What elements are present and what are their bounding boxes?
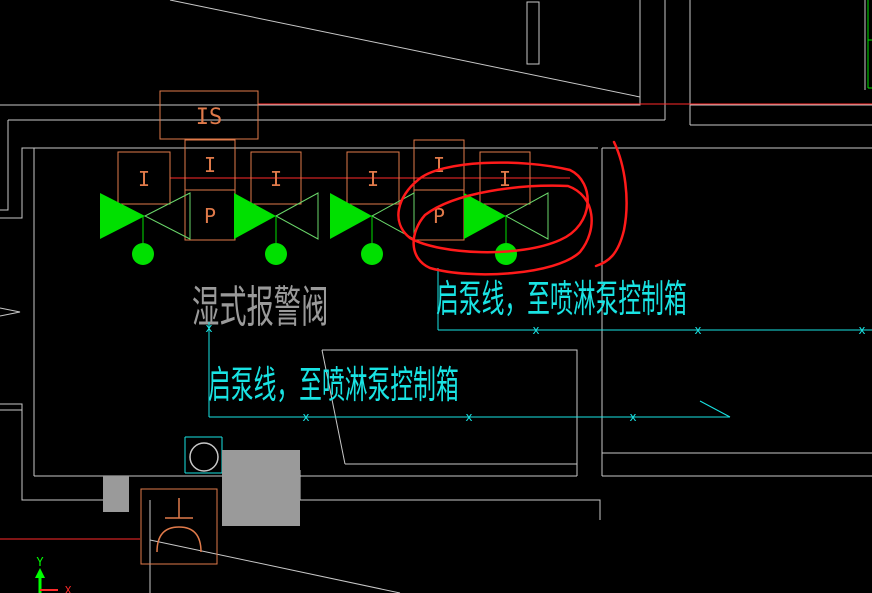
butterfly-valve-icon[interactable] bbox=[100, 192, 191, 265]
i-label-6: I bbox=[499, 167, 511, 191]
gauge-circle-icon bbox=[189, 442, 219, 472]
i-box-labels: I I I I I I bbox=[138, 153, 511, 191]
x-mark: x bbox=[694, 323, 701, 337]
is-box-label: IS bbox=[196, 105, 223, 130]
gauge-dot-icon bbox=[132, 243, 154, 265]
gray-equipment-block[interactable] bbox=[222, 450, 300, 526]
ucs-axis-icon: Y X bbox=[35, 555, 72, 593]
x-mark: x bbox=[532, 323, 539, 337]
gauge-dot-icon bbox=[361, 243, 383, 265]
butterfly-valve-icon[interactable] bbox=[234, 192, 319, 265]
p-boxes: P P bbox=[184, 189, 465, 241]
gauge-dot-icon bbox=[495, 243, 517, 265]
gray-small-block[interactable] bbox=[103, 476, 129, 512]
is-box-frame bbox=[159, 90, 259, 140]
i-label-2: I bbox=[204, 153, 216, 177]
x-mark: x bbox=[205, 321, 212, 335]
i-box-6[interactable] bbox=[479, 151, 531, 205]
x-mark: x bbox=[465, 410, 472, 424]
ucs-y-label: Y bbox=[36, 555, 44, 569]
i-label-3: I bbox=[270, 167, 282, 191]
x-mark: x bbox=[858, 323, 865, 337]
x-mark: x bbox=[302, 410, 309, 424]
i-label-1: I bbox=[138, 167, 150, 191]
red-pipe-lines bbox=[0, 103, 872, 540]
wire-x-marks: x x x x x x x bbox=[205, 321, 865, 424]
i-box-1[interactable] bbox=[117, 151, 171, 205]
x-mark: x bbox=[629, 410, 636, 424]
p-label-1: P bbox=[204, 204, 216, 228]
i-box-4[interactable] bbox=[346, 151, 400, 205]
i-label-4: I bbox=[367, 167, 379, 191]
ucs-x-label: X bbox=[65, 584, 72, 593]
p-label-2: P bbox=[433, 204, 445, 228]
is-device-box[interactable]: IS bbox=[159, 90, 259, 140]
pump-line-label-2: 启泵线，至喷淋泵控制箱 bbox=[436, 278, 687, 322]
alarm-valve-label: 湿式报警阀 bbox=[192, 281, 328, 333]
i-box-3[interactable] bbox=[250, 151, 302, 205]
pump-line-label-1: 启泵线，至喷淋泵控制箱 bbox=[208, 364, 459, 408]
green-panel-edge bbox=[867, 0, 872, 89]
butterfly-valve-icon[interactable] bbox=[464, 192, 549, 265]
gauge-dot-icon bbox=[265, 243, 287, 265]
pressure-switch-icon[interactable] bbox=[140, 488, 218, 565]
red-markup-annotation bbox=[397, 140, 628, 276]
butterfly-valve-icon[interactable] bbox=[330, 192, 415, 265]
i-label-5: I bbox=[433, 153, 445, 177]
i-boxes bbox=[117, 139, 531, 205]
